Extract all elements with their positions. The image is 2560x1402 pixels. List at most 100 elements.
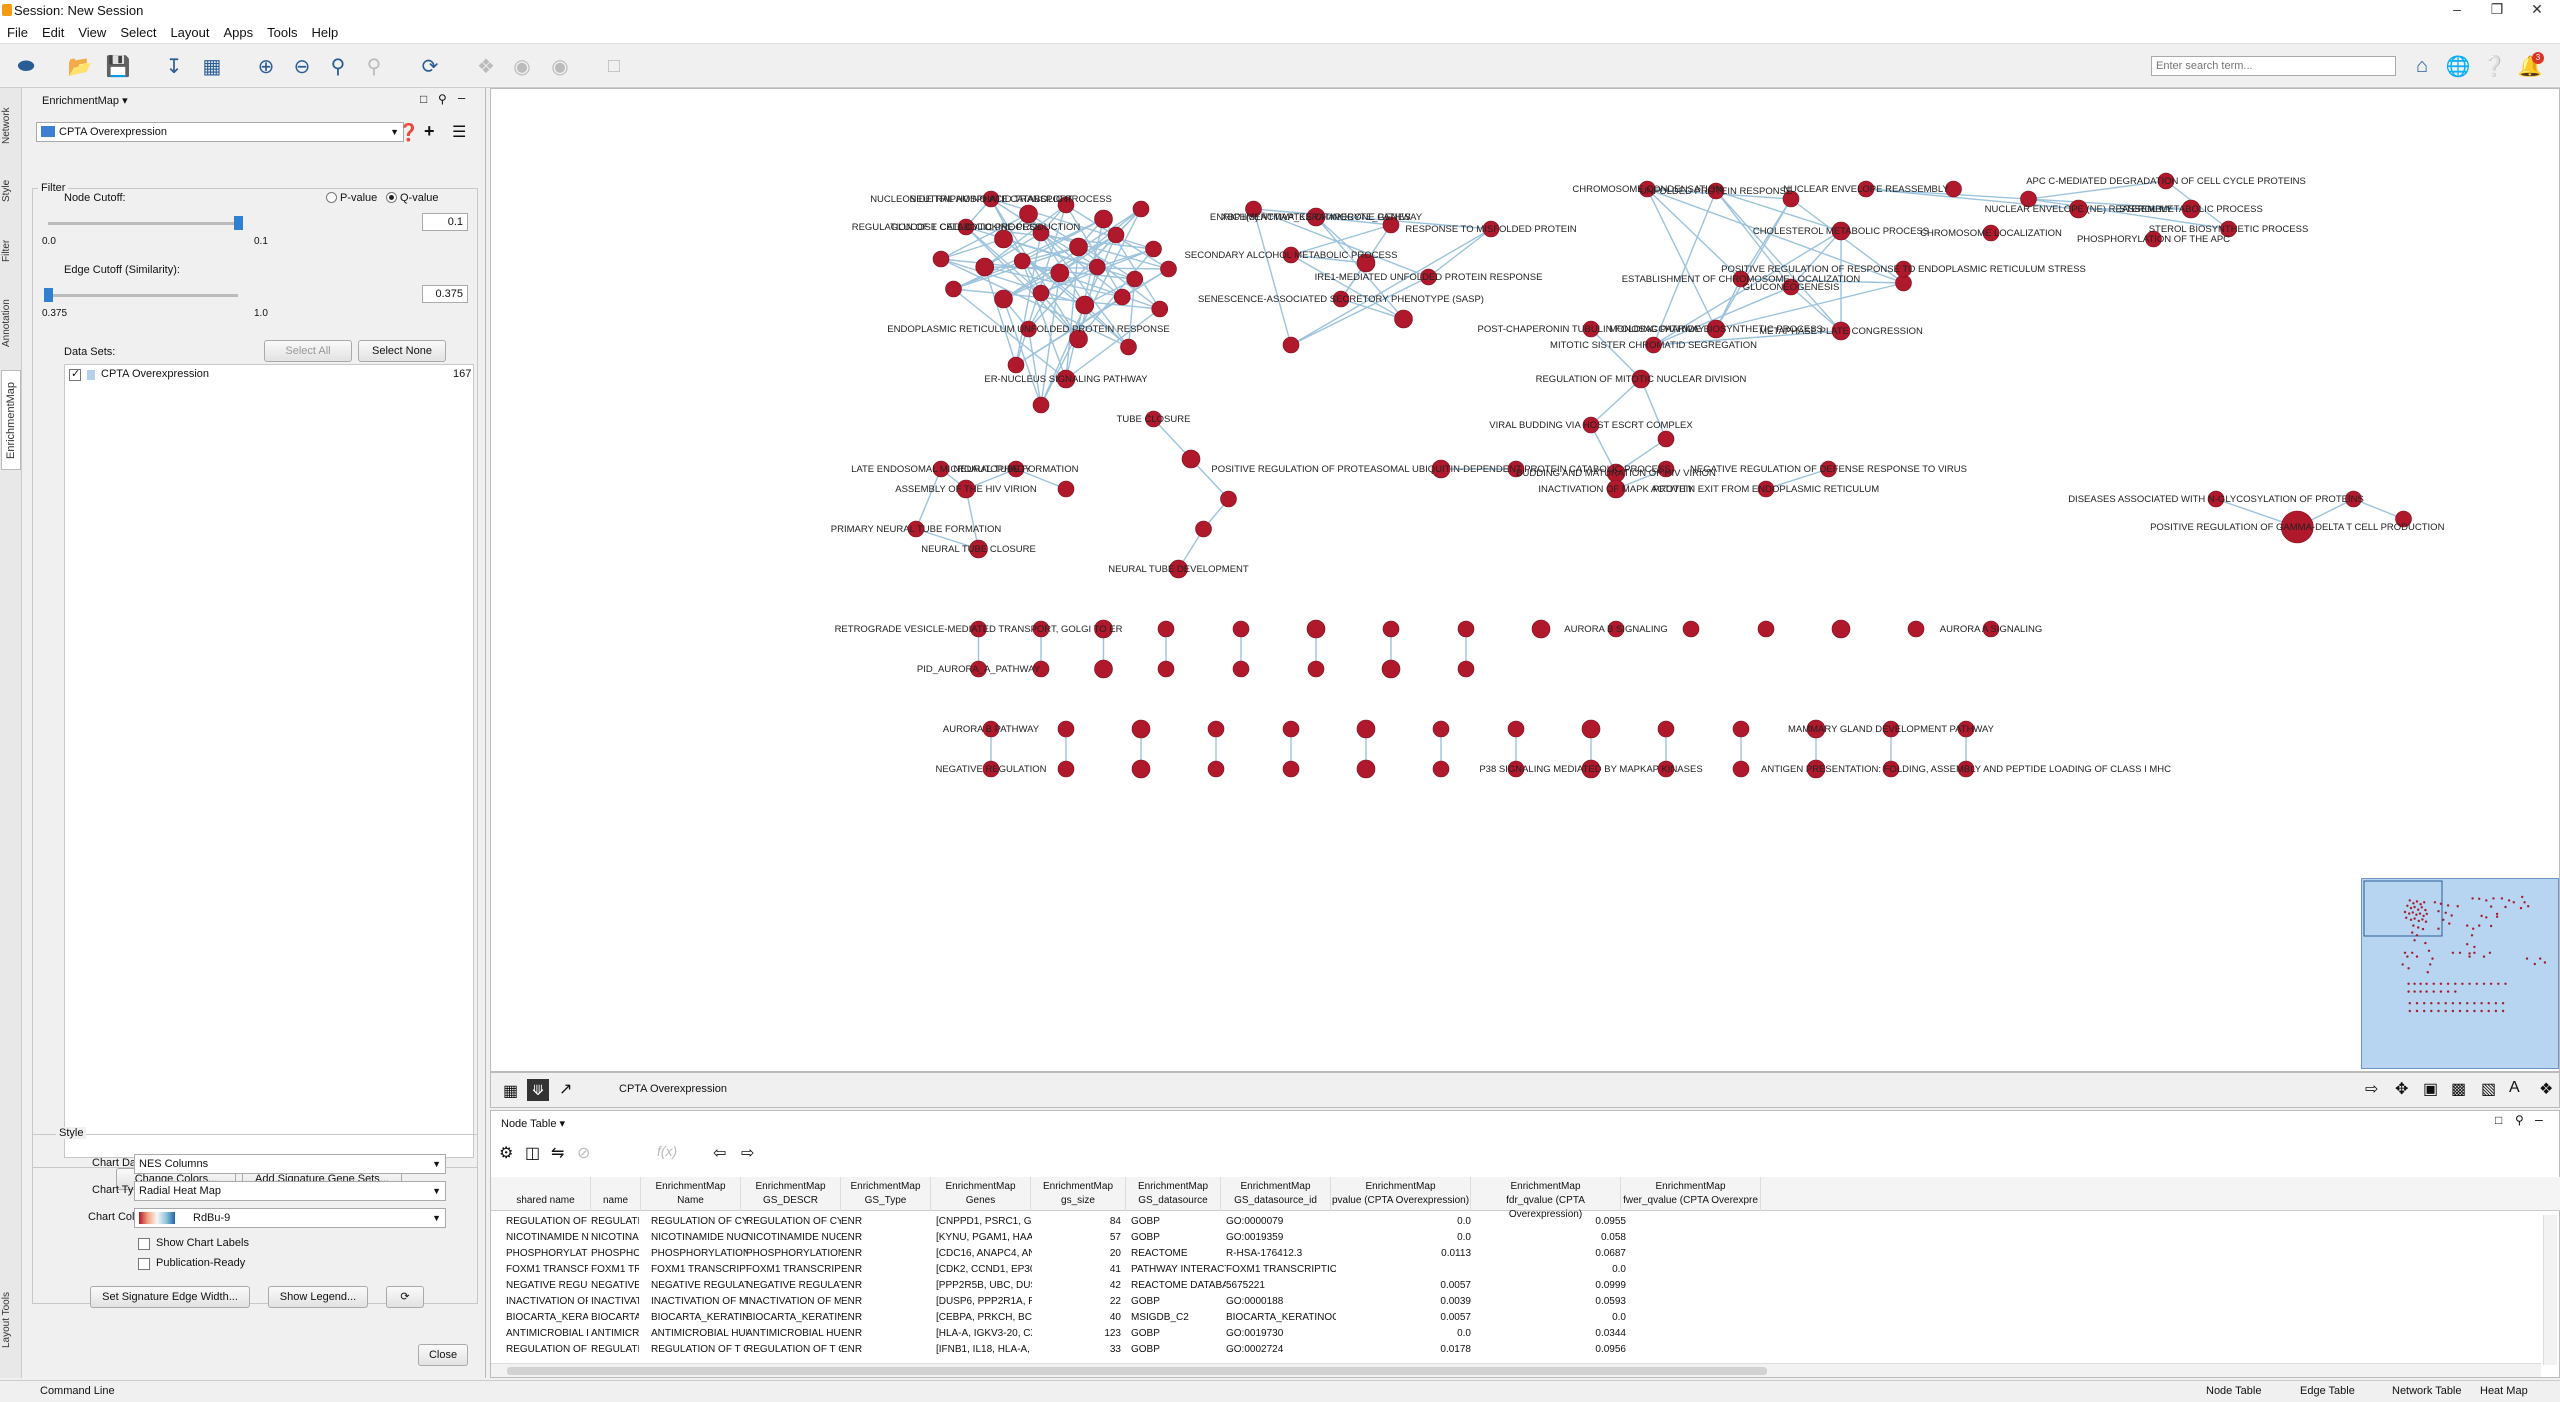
network-edge[interactable] bbox=[1040, 266, 1098, 294]
node-table-title[interactable]: Node Table ▾ bbox=[501, 1118, 566, 1130]
network-node[interactable] bbox=[1232, 660, 1250, 678]
show-legend-button[interactable]: Show Legend... bbox=[268, 1286, 368, 1308]
network-node[interactable] bbox=[2395, 510, 2412, 528]
select-none-button[interactable]: Select None bbox=[358, 340, 446, 362]
network-node[interactable] bbox=[1806, 719, 1826, 739]
network-node[interactable] bbox=[1120, 338, 1137, 356]
table-cell[interactable]: FOXM1 TRAN... bbox=[591, 1264, 639, 1275]
network-edge[interactable] bbox=[1290, 254, 1404, 320]
network-node[interactable] bbox=[1032, 396, 1050, 414]
network-node[interactable] bbox=[1157, 620, 1175, 638]
table-cell[interactable]: GOBP bbox=[1131, 1344, 1160, 1355]
network-node[interactable] bbox=[982, 720, 1000, 738]
network-node[interactable] bbox=[1394, 309, 1413, 329]
network-edge[interactable] bbox=[1027, 272, 1061, 330]
network-node[interactable] bbox=[1607, 620, 1625, 638]
network-node[interactable] bbox=[1382, 216, 1400, 234]
network-node[interactable] bbox=[1431, 459, 1451, 479]
table-cell[interactable]: BIOCARTA_KERATINOCYT... bbox=[746, 1312, 841, 1323]
network-edge[interactable] bbox=[1290, 224, 1392, 256]
network-edge[interactable] bbox=[1715, 190, 1792, 288]
network-node[interactable] bbox=[970, 660, 987, 678]
menu-tools[interactable]: Tools bbox=[267, 25, 298, 40]
network-node[interactable] bbox=[1356, 719, 1376, 739]
table-cell[interactable]: NICOTINAMIDE NUCLEOTI... bbox=[746, 1232, 841, 1243]
network-node[interactable] bbox=[932, 250, 950, 268]
horizontal-scroll-thumb[interactable] bbox=[507, 1367, 1767, 1375]
network-edge[interactable] bbox=[1290, 254, 1367, 264]
network-node[interactable] bbox=[1682, 620, 1700, 638]
edge-cutoff-field[interactable]: 0.375 bbox=[422, 285, 468, 303]
network-node[interactable] bbox=[1181, 449, 1201, 469]
grid-view-icon[interactable]: ▦ bbox=[503, 1083, 519, 1100]
network-node[interactable] bbox=[1507, 720, 1525, 738]
network-edge[interactable] bbox=[984, 204, 1067, 268]
table-cell[interactable]: [PPP2R5B, UBC, DUSP6, PT... bbox=[936, 1280, 1032, 1291]
table-cell[interactable]: [HLA-A, IGKV3-20, CXCL8, ... bbox=[936, 1328, 1032, 1339]
panel-menu-icon[interactable]: ☰ bbox=[452, 124, 467, 141]
network-edge[interactable] bbox=[1059, 208, 1142, 274]
table-cell[interactable]: INACTIVATION OF MAPK A... bbox=[746, 1296, 841, 1307]
network-node[interactable] bbox=[1088, 258, 1106, 276]
network-edge[interactable] bbox=[1740, 278, 1904, 284]
network-edge[interactable] bbox=[1428, 228, 1492, 278]
table-cell[interactable]: ENR bbox=[841, 1232, 863, 1243]
table-cell[interactable]: 0.0593 bbox=[1595, 1296, 1626, 1307]
select-nodes-icon[interactable]: ▣ bbox=[2423, 1081, 2439, 1098]
table-cell[interactable]: 20 bbox=[1109, 1248, 1121, 1259]
table-cell[interactable]: GOBP bbox=[1131, 1232, 1160, 1243]
table-cell[interactable]: ENR bbox=[841, 1328, 863, 1339]
open-folder-icon[interactable]: 📂 bbox=[67, 55, 93, 78]
select-annotations-icon[interactable]: ▧ bbox=[2481, 1081, 2497, 1098]
network-node[interactable] bbox=[1169, 559, 1188, 579]
network-edge[interactable] bbox=[984, 266, 1123, 298]
table-cell[interactable]: REGULATION OF CYCLIN... bbox=[506, 1216, 588, 1227]
search-input[interactable] bbox=[2151, 56, 2396, 76]
network-node[interactable] bbox=[1013, 252, 1031, 270]
network-node[interactable] bbox=[1982, 224, 2000, 242]
network-node[interactable] bbox=[932, 460, 950, 478]
network-canvas[interactable]: NUCLEOSIDE TRIPHOSPHATE CATABOLIC PROCES… bbox=[491, 89, 2560, 1073]
node-cutoff-thumb[interactable] bbox=[234, 216, 243, 230]
table-cell[interactable]: ENR bbox=[841, 1344, 863, 1355]
network-edge[interactable] bbox=[1252, 208, 1292, 346]
network-edge[interactable] bbox=[1040, 232, 1169, 270]
network-node[interactable] bbox=[1113, 288, 1131, 306]
table-cell[interactable]: 33 bbox=[1109, 1344, 1121, 1355]
column-header[interactable]: name bbox=[591, 1177, 641, 1211]
network-edge[interactable] bbox=[1021, 260, 1067, 380]
network-node[interactable] bbox=[1207, 760, 1225, 778]
detach-view-icon[interactable]: ↗ bbox=[559, 1081, 573, 1098]
table-cell[interactable]: [CDK2, CCND1, EP300, GS... bbox=[936, 1264, 1032, 1275]
table-cell[interactable]: ENR bbox=[841, 1312, 863, 1323]
table-cell[interactable]: FOXM1 TRANSCRIPTION FAC... bbox=[1226, 1264, 1336, 1275]
table-cell[interactable]: INACTIVATION OF MAPK A... bbox=[651, 1296, 747, 1307]
network-node[interactable] bbox=[1782, 190, 1800, 208]
table-cell[interactable]: ANTIMICROBIAL HUMOR... bbox=[506, 1328, 588, 1339]
table-cell[interactable]: 40 bbox=[1109, 1312, 1121, 1323]
network-node[interactable] bbox=[956, 479, 976, 499]
table-cell[interactable]: 0.0039 bbox=[1440, 1296, 1471, 1307]
export-icon[interactable]: ⇨ bbox=[2365, 1081, 2379, 1098]
network-node[interactable] bbox=[2069, 199, 2088, 219]
network-node[interactable] bbox=[1645, 336, 1662, 354]
network-edge[interactable] bbox=[1002, 298, 1042, 406]
table-cell[interactable]: ENR bbox=[841, 1280, 863, 1291]
network-edge[interactable] bbox=[1646, 188, 1742, 280]
network-node[interactable] bbox=[1582, 320, 1600, 338]
tab-network-table[interactable]: Network Table bbox=[2392, 1385, 2462, 1397]
table-cell[interactable]: GO:0019730 bbox=[1226, 1328, 1284, 1339]
show-hide-icon[interactable]: ◉ bbox=[513, 55, 531, 78]
network-overview-minimap[interactable] bbox=[2361, 878, 2559, 1069]
table-cell[interactable]: 41 bbox=[1109, 1264, 1121, 1275]
network-node[interactable] bbox=[1895, 274, 1912, 292]
hide-selected-icon[interactable]: ❖ bbox=[477, 55, 495, 78]
show-all-icon[interactable]: ◉ bbox=[551, 55, 569, 78]
menu-edit[interactable]: Edit bbox=[41, 25, 65, 40]
table-cell[interactable]: 0.0999 bbox=[1595, 1280, 1626, 1291]
network-edge[interactable] bbox=[1765, 468, 1829, 490]
network-edge[interactable] bbox=[1003, 208, 1142, 300]
